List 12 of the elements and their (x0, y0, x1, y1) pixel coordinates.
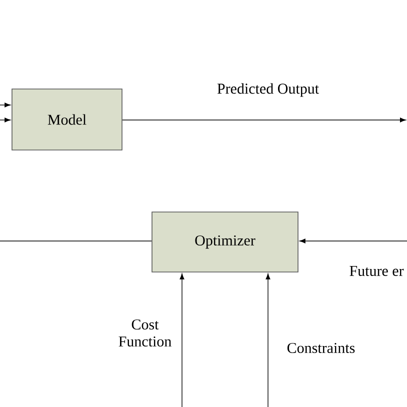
process-box: Model (12, 88, 122, 150)
arrow (300, 238, 407, 244)
arrow (180, 274, 184, 407)
edge-label: Predicted Output (217, 83, 319, 97)
arrow (0, 118, 10, 122)
edge-label: Cost Function (118, 319, 172, 347)
arrow (122, 118, 406, 122)
edge-label: Constraints (287, 342, 355, 354)
process-box: Optimizer (152, 212, 298, 272)
edge-label: Future er (350, 266, 404, 276)
arrow (0, 102, 10, 108)
arrow (266, 274, 270, 407)
